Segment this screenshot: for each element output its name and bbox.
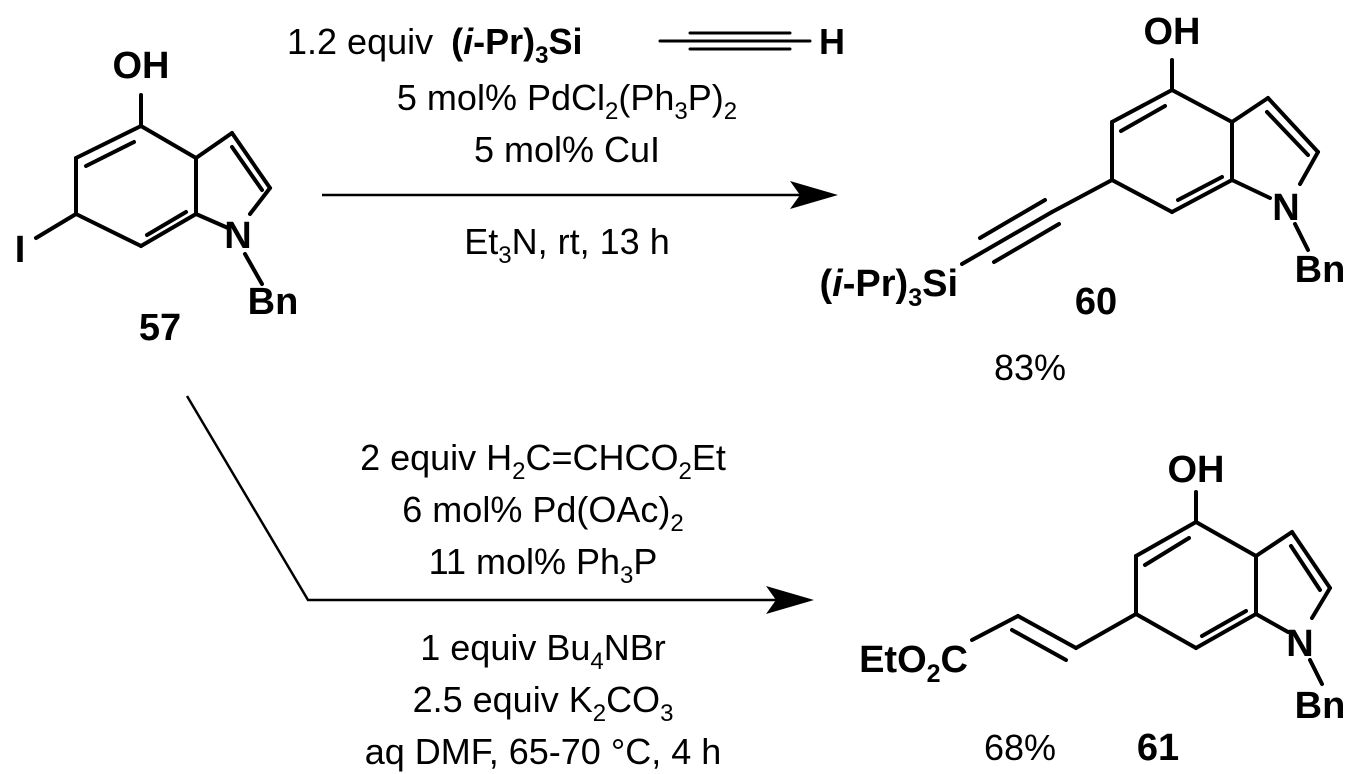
compound-61-number: 61 xyxy=(1137,727,1179,769)
reaction-1-alkyne-triple-bond xyxy=(658,31,812,51)
compound-57-bonds xyxy=(34,93,272,286)
reaction-2-ligand: 11 mol% Ph3P xyxy=(429,541,658,589)
compound-61-bonds xyxy=(970,490,1332,686)
compound-60-nitrogen-label: N xyxy=(1272,187,1299,229)
reaction-2-catalyst: 6 mol% Pd(OAc)2 xyxy=(402,489,683,537)
compound-60: OH N Bn (i-Pr)3Si 60 83% xyxy=(820,11,1346,388)
reaction-2-solvent-conditions: aq DMF, 65-70 °C, 4 h xyxy=(365,731,722,772)
reaction-2-base: 2.5 equiv K2CO3 xyxy=(413,679,674,727)
compound-57-iodo-label: I xyxy=(15,229,26,271)
compound-57-hydroxy-label: OH xyxy=(113,45,170,87)
reaction-1-cocatalyst: 5 mol% CuI xyxy=(474,129,660,170)
compound-61-ester-label: EtO2C xyxy=(859,639,968,688)
compound-60-number: 60 xyxy=(1075,281,1117,323)
reaction-1-alkyne-hydrogen: H xyxy=(819,21,845,62)
compound-60-bonds xyxy=(960,58,1320,266)
compound-57-benzyl-label: Bn xyxy=(248,281,299,323)
compound-61-benzyl-label: Bn xyxy=(1295,685,1346,727)
reaction-1-catalyst: 5 mol% PdCl2(Ph3P)2 xyxy=(397,77,737,125)
compound-60-silyl-label: (i-Pr)3Si xyxy=(820,263,958,312)
compound-61-nitrogen-label: N xyxy=(1286,623,1313,665)
compound-60-benzyl-label: Bn xyxy=(1295,249,1346,291)
compound-60-hydroxy-label: OH xyxy=(1144,11,1201,53)
compound-57-number: 57 xyxy=(139,307,181,349)
reaction-1-solvent-conditions: Et3N, rt, 13 h xyxy=(464,221,669,269)
compound-57: OH I N Bn 57 xyxy=(15,45,299,349)
compound-57-nitrogen-label: N xyxy=(224,215,251,257)
reaction-1-conditions: 1.2 equiv (i-Pr)3Si H 5 mol% PdCl2(Ph3P)… xyxy=(287,21,845,269)
compound-61-yield: 68% xyxy=(984,727,1056,768)
compound-60-yield: 83% xyxy=(994,347,1066,388)
compound-61-hydroxy-label: OH xyxy=(1168,449,1225,491)
reaction-1-alkyne-reagent: 1.2 equiv (i-Pr)3Si xyxy=(287,21,583,69)
reaction-1-arrow xyxy=(322,181,838,209)
reaction-2-acrylate-reagent: 2 equiv H2C=CHCO2Et xyxy=(360,437,726,485)
reaction-2-additive: 1 equiv Bu4NBr xyxy=(420,627,665,675)
compound-61: OH N Bn EtO2C 68% 61 xyxy=(859,449,1345,769)
reaction-2-conditions: 2 equiv H2C=CHCO2Et 6 mol% Pd(OAc)2 11 m… xyxy=(360,437,726,772)
reaction-2-arrow xyxy=(185,395,814,614)
